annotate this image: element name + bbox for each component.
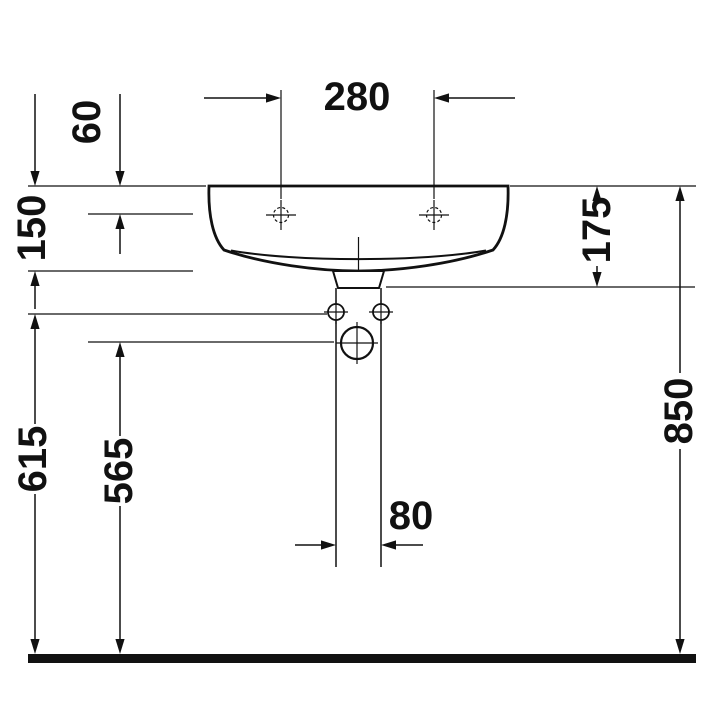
reference-lines bbox=[28, 185, 696, 343]
dimension-label-60: 60 bbox=[65, 100, 109, 145]
dim-60-arrow-up bbox=[115, 214, 125, 229]
dimension-150: 150 bbox=[10, 94, 54, 309]
dimension-175: 175 bbox=[575, 186, 619, 287]
tap-hole-right bbox=[419, 200, 449, 230]
fixing-hole-right bbox=[369, 300, 393, 324]
dimension-280: 280 bbox=[204, 75, 515, 199]
dim-150-arrow-up bbox=[30, 271, 40, 286]
dim-565-arrow-up bbox=[115, 342, 125, 357]
dimension-label-80: 80 bbox=[389, 494, 434, 538]
tap-hole-left bbox=[266, 200, 296, 230]
dim-60-arrow-down bbox=[115, 171, 125, 186]
dimension-615: 615 bbox=[11, 314, 55, 654]
dimension-label-850: 850 bbox=[657, 378, 701, 445]
drain-outlet bbox=[331, 270, 386, 289]
dim-175-arrow-up bbox=[592, 186, 602, 201]
dim-565-arrow-down bbox=[115, 639, 125, 654]
fixing-hole-left bbox=[324, 300, 348, 324]
dim-615-arrow-up bbox=[30, 314, 40, 329]
supply-pipes bbox=[335, 288, 382, 567]
dim-150-arrow-down bbox=[30, 171, 40, 186]
dimension-label-150: 150 bbox=[10, 195, 54, 262]
dim-850-arrow-up bbox=[675, 186, 685, 201]
dimension-60: 60 bbox=[65, 94, 125, 254]
dim-175-arrow-down bbox=[592, 272, 602, 287]
drain-hole bbox=[336, 322, 378, 364]
dimension-850: 850 bbox=[657, 186, 701, 654]
dim-850-arrow-down bbox=[675, 639, 685, 654]
dimension-label-280: 280 bbox=[324, 75, 391, 119]
washbasin-body bbox=[207, 184, 510, 289]
dim-80-arrow-right bbox=[381, 540, 396, 550]
dimension-80: 80 bbox=[295, 494, 433, 550]
floor-line bbox=[28, 654, 696, 663]
dim-80-arrow-left bbox=[321, 540, 336, 550]
dim-615-arrow-down bbox=[30, 639, 40, 654]
dim-280-arrow-right bbox=[434, 93, 449, 103]
dimension-label-565: 565 bbox=[97, 438, 141, 505]
dimension-label-175: 175 bbox=[575, 197, 619, 264]
dimension-label-615: 615 bbox=[11, 426, 55, 493]
dim-280-arrow-left bbox=[266, 93, 281, 103]
dimension-565: 565 bbox=[97, 342, 141, 654]
